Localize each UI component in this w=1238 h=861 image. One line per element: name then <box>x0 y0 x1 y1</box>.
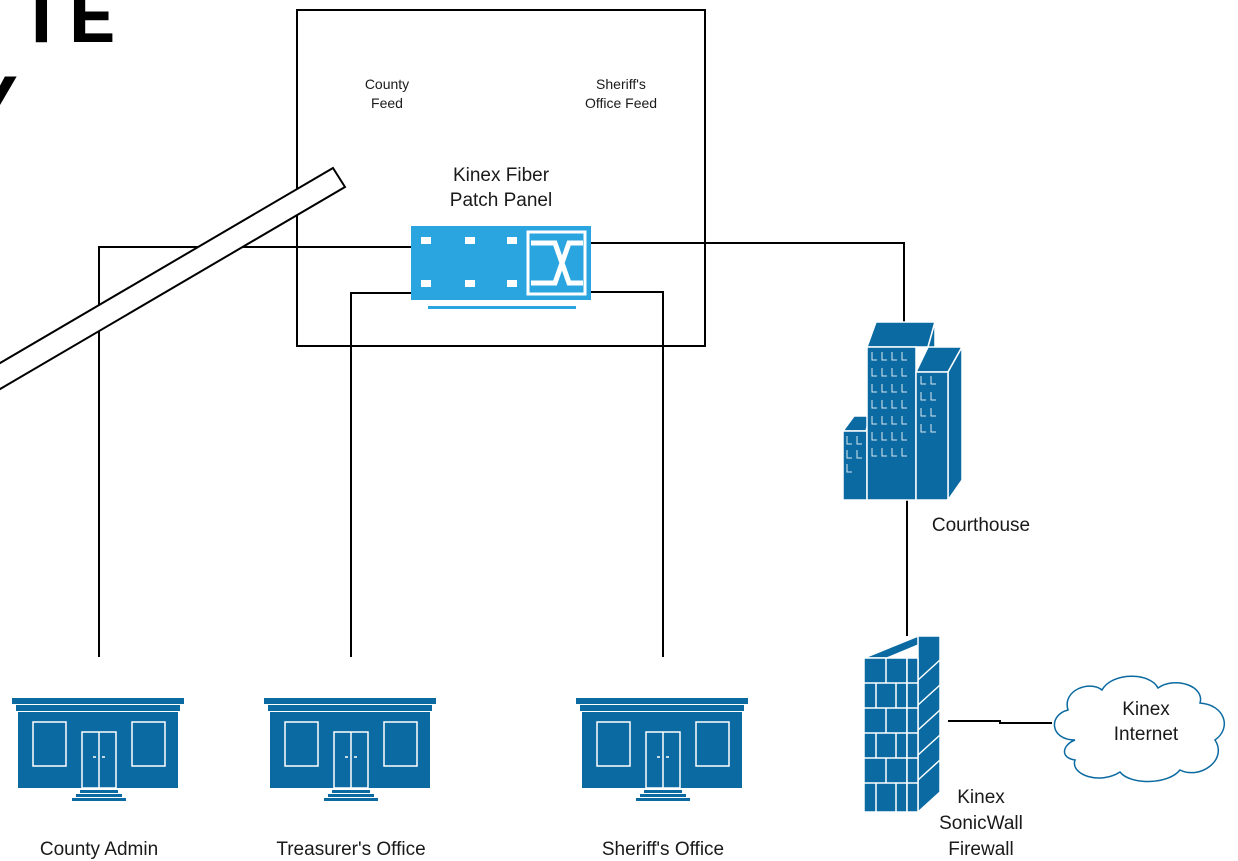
patch-panel-label-1: Kinex Fiber <box>453 165 550 186</box>
firewall-label-2: SonicWall <box>939 813 1023 834</box>
sheriff-label: Sheriff's Office <box>602 839 724 860</box>
line-county-admin <box>98 246 412 657</box>
internet-label-2: Internet <box>1114 724 1179 745</box>
watermark-text-bottom: Y <box>0 64 17 152</box>
firewall-label-1: Kinex <box>957 787 1005 808</box>
watermark-text-top: TE <box>18 0 120 66</box>
internet-label-1: Kinex <box>1122 699 1170 720</box>
diagonal-bar <box>0 166 347 391</box>
county-admin-label: County Admin <box>40 839 158 860</box>
line-sheriff <box>590 291 664 657</box>
line-firewall-internet <box>948 720 1052 724</box>
treasurer-label: Treasurer's Office <box>276 839 425 860</box>
courthouse-icon <box>841 321 964 503</box>
patch-panel-icon <box>411 226 591 309</box>
patch-panel-enclosure <box>296 9 706 347</box>
cloud-icon <box>1053 675 1225 783</box>
patch-panel-label-2: Patch Panel <box>450 190 552 211</box>
line-courthouse <box>590 242 905 322</box>
firewall-label-3: Firewall <box>948 839 1013 860</box>
county-feed-label-2: Feed <box>371 95 403 111</box>
courthouse-label: Courthouse <box>932 515 1030 536</box>
sheriff-feed-label-2: Office Feed <box>585 95 657 111</box>
sheriff-building-icon <box>575 697 749 802</box>
connection-lines <box>98 242 1052 724</box>
firewall-icon <box>863 635 941 814</box>
sheriff-feed-label-1: Sheriff's <box>596 76 646 92</box>
county-feed-label-1: County <box>365 76 409 92</box>
treasurer-building-icon <box>263 697 437 802</box>
line-treasurer <box>350 292 412 657</box>
county-admin-building-icon <box>11 697 185 802</box>
